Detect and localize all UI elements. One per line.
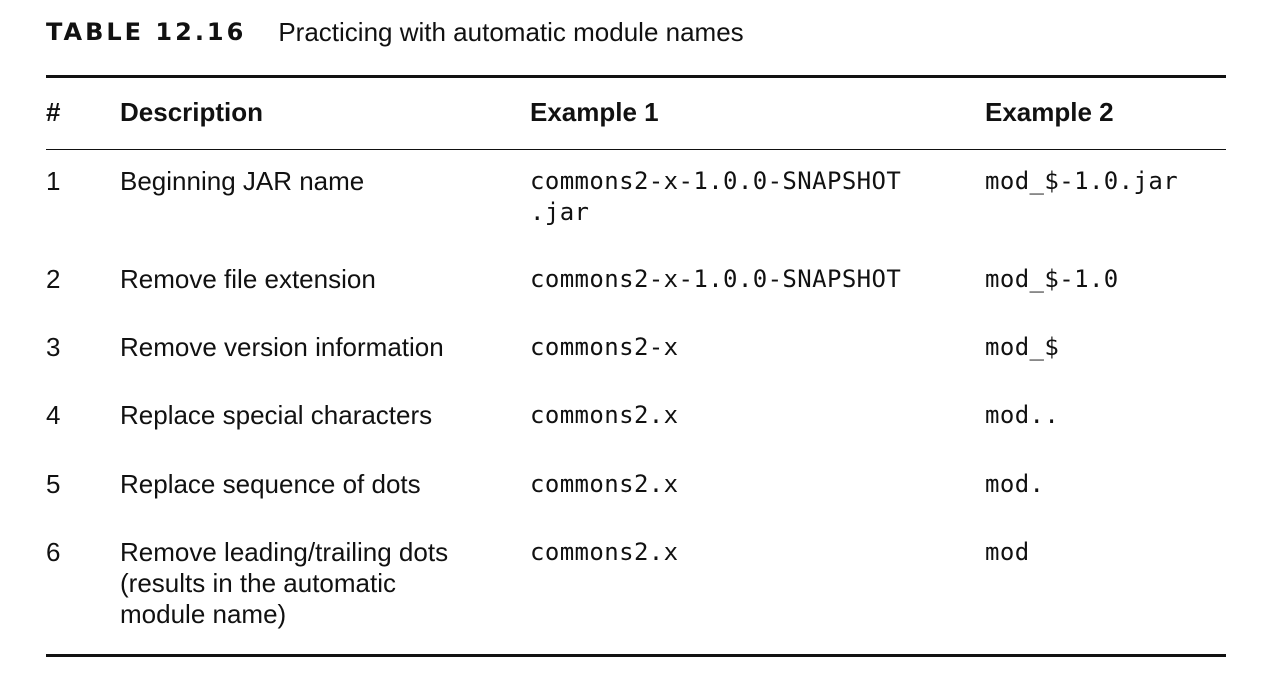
row-5-number: 5 — [46, 469, 61, 499]
column-header-description: Description — [120, 97, 264, 127]
row-5-example-2: mod. — [985, 470, 1045, 498]
row-3-example-2: mod_$ — [985, 333, 1060, 361]
row-1-number: 1 — [46, 166, 61, 196]
row-1-description: Beginning JAR name — [120, 166, 365, 196]
row-4-number: 4 — [46, 400, 61, 430]
column-header-number: # — [46, 97, 61, 127]
row-3-example-1: commons2-x — [530, 333, 679, 361]
row-6-example-2: mod — [985, 538, 1030, 566]
column-header-example-1: Example 1 — [530, 97, 659, 127]
table-caption: TABLE 12.16 Practicing with automatic mo… — [46, 15, 744, 49]
table-header-rule — [46, 149, 1226, 150]
row-6-description-line-2: (results in the automatic — [120, 568, 397, 598]
row-5-description: Replace sequence of dots — [120, 469, 421, 499]
row-6-description-line-3: module name) — [120, 599, 287, 629]
row-1-example-1-line-1: commons2-x-1.0.0-SNAPSHOT — [530, 167, 902, 195]
table-number: TABLE 12.16 — [46, 18, 247, 46]
row-3-number: 3 — [46, 332, 61, 362]
row-5-example-1: commons2.x — [530, 470, 679, 498]
row-4-example-2: mod.. — [985, 401, 1060, 429]
row-6-example-1: commons2.x — [530, 538, 679, 566]
row-6-description-line-1: Remove leading/trailing dots — [120, 537, 449, 567]
row-2-description: Remove file extension — [120, 264, 376, 294]
row-4-description: Replace special characters — [120, 400, 433, 430]
row-3-description: Remove version information — [120, 332, 444, 362]
row-2-example-1: commons2-x-1.0.0-SNAPSHOT — [530, 265, 902, 293]
table-bottom-rule — [46, 654, 1226, 657]
row-4-example-1: commons2.x — [530, 401, 679, 429]
column-header-example-2: Example 2 — [985, 97, 1114, 127]
row-1-example-2: mod_$-1.0.jar — [985, 167, 1179, 195]
row-1-example-1-line-2: .jar — [530, 198, 590, 226]
table-title: Practicing with automatic module names — [278, 16, 744, 47]
row-2-number: 2 — [46, 264, 61, 294]
table-top-rule — [46, 75, 1226, 78]
row-6-number: 6 — [46, 537, 61, 567]
row-2-example-2: mod_$-1.0 — [985, 265, 1119, 293]
